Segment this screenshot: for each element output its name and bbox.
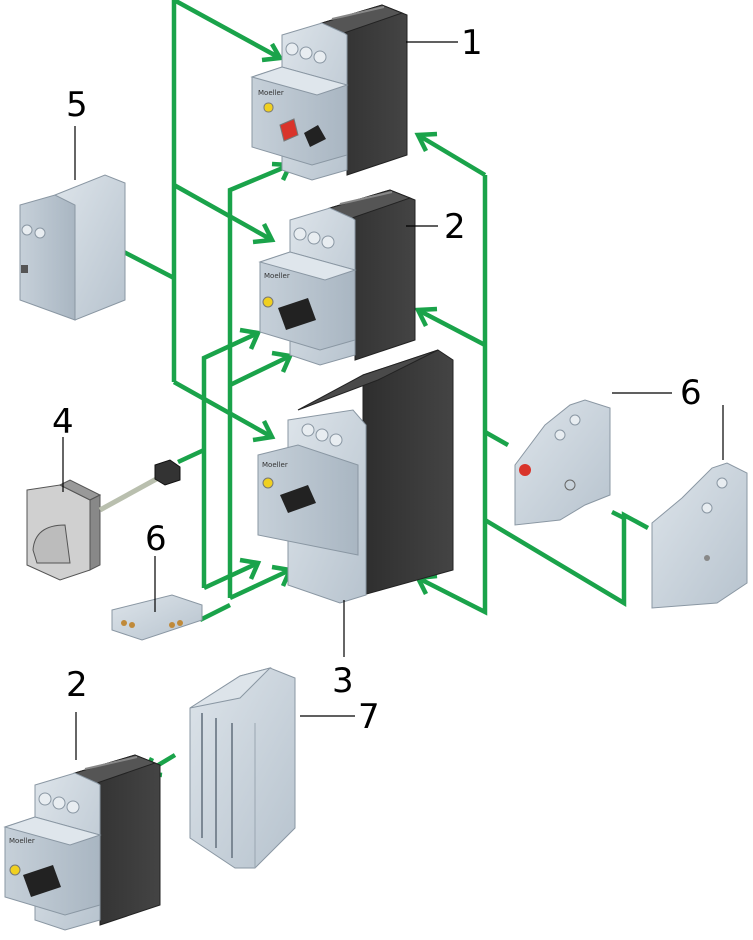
callout-7: 7 [358, 697, 380, 737]
callout-1: 1 [461, 23, 483, 63]
callout-3: 3 [332, 661, 354, 701]
component-5-release-module [19, 174, 126, 321]
callout-2: 2 [444, 207, 466, 247]
arrow-from-item-5 [118, 248, 176, 280]
component-1-mpcb-pushbutton: Moeller [251, 4, 408, 181]
callout-5: 5 [66, 85, 88, 125]
callout-2-bottom: 2 [66, 665, 88, 705]
callout-4: 4 [52, 402, 74, 442]
component-6-side-aux-contact [514, 399, 611, 526]
component-7-terminal-cover [189, 667, 296, 869]
component-4-door-handle [26, 459, 181, 581]
connector-arrows [118, 0, 650, 778]
component-2-mpcb-rotary: Moeller [259, 189, 416, 366]
arrow-from-item-4 [201, 330, 259, 588]
arrow-from-item-6-side [483, 430, 510, 447]
arrow-inner-trunk [227, 162, 291, 598]
arrow-from-item-6-front [198, 602, 232, 623]
component-6-front-aux-contact [111, 594, 203, 641]
component-3-mpcb-large: Moeller [257, 349, 454, 604]
brand-label: Moeller [262, 461, 288, 469]
component-2-mpcb-rotary-bottom: Moeller [4, 754, 161, 931]
component-6-trip-contact [651, 462, 748, 609]
arrow-right-trunk [416, 175, 488, 616]
brand-label: Moeller [258, 89, 284, 97]
brand-label: Moeller [9, 837, 35, 845]
arrow-to-device-3 [172, 380, 274, 439]
brand-label: Moeller [264, 272, 290, 280]
callout-6-front: 6 [145, 519, 167, 559]
callout-6-side: 6 [680, 373, 702, 413]
arrow-to-device-2 [172, 183, 274, 242]
leader-lines [62, 41, 724, 760]
